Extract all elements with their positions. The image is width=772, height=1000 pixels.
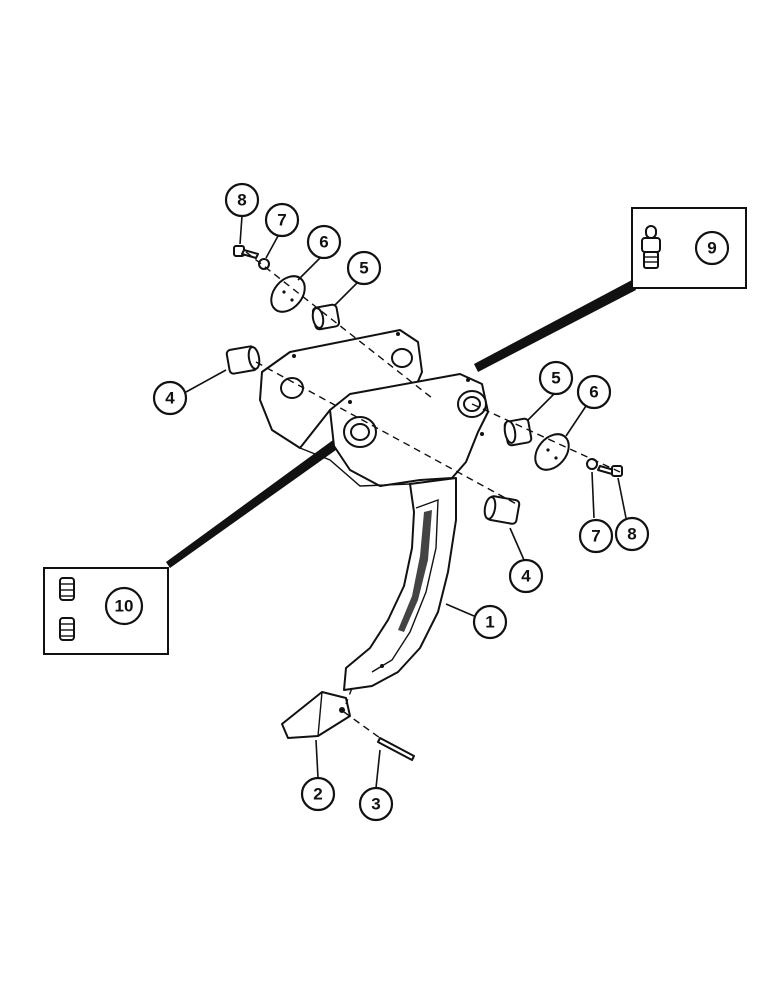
bolt-8-upper — [233, 245, 259, 259]
leader-1 — [445, 603, 475, 617]
axis-line-pin — [343, 711, 381, 739]
inset-10-pointer — [166, 432, 350, 568]
callout-7-right: 7 — [578, 518, 614, 554]
leader-2 — [315, 739, 319, 779]
callout-4-right: 4 — [508, 558, 544, 594]
axis-line-lower — [255, 361, 521, 507]
bushing-lower-right — [483, 495, 521, 525]
set-screw-lower — [59, 617, 75, 641]
callout-7-upper-label: 7 — [277, 211, 286, 230]
callout-5-upper: 5 — [346, 250, 382, 286]
callout-1-label: 1 — [485, 613, 494, 632]
grease-fitting — [641, 225, 661, 269]
callout-10: 10 — [104, 586, 144, 626]
callout-5-right-label: 5 — [551, 369, 560, 388]
callout-6-upper-label: 6 — [319, 233, 328, 252]
callout-5-right: 5 — [538, 360, 574, 396]
leader-5a — [333, 281, 359, 307]
leader-6b — [565, 405, 587, 437]
callout-7-right-label: 7 — [591, 527, 600, 546]
callout-7-upper: 7 — [264, 202, 300, 238]
callout-6-right: 6 — [576, 374, 612, 410]
leader-8b — [617, 477, 627, 519]
callout-2: 2 — [300, 776, 336, 812]
washer-7-upper — [258, 258, 270, 270]
callout-1: 1 — [472, 604, 508, 640]
cap-6-right — [534, 433, 570, 471]
axis-line-upper — [245, 251, 433, 399]
leader-7a — [265, 235, 279, 259]
callout-3-label: 3 — [371, 795, 380, 814]
axis-line-right — [471, 403, 621, 473]
leader-3 — [375, 749, 381, 789]
callout-4-left-label: 4 — [165, 389, 175, 408]
leader-6a — [297, 257, 321, 281]
callout-2-label: 2 — [313, 785, 322, 804]
leader-8a — [239, 215, 243, 245]
callout-6-upper: 6 — [306, 224, 342, 260]
ripper-shank — [259, 329, 489, 691]
callout-8-right-label: 8 — [627, 525, 636, 544]
callout-10-label: 10 — [115, 597, 134, 616]
callout-9-label: 9 — [707, 239, 716, 258]
leader-5b — [527, 393, 555, 421]
retaining-pin — [377, 737, 415, 761]
inset-9-pointer — [474, 280, 636, 372]
bushing-upper-left — [225, 345, 261, 375]
callout-5-upper-label: 5 — [359, 259, 368, 278]
set-screw-upper — [59, 577, 75, 601]
callout-4-left: 4 — [152, 380, 188, 416]
callout-6-right-label: 6 — [589, 383, 598, 402]
bushing-5-upper — [311, 303, 341, 331]
callout-8-upper-label: 8 — [237, 191, 246, 210]
callout-3: 3 — [358, 786, 394, 822]
cap-6-upper — [270, 275, 306, 313]
leader-4b — [509, 527, 525, 561]
leader-7b — [591, 471, 595, 519]
leader-4a — [185, 369, 227, 393]
callout-8-upper: 8 — [224, 182, 260, 218]
callout-8-right: 8 — [614, 516, 650, 552]
bushing-5-right — [503, 417, 533, 447]
callout-9: 9 — [694, 230, 730, 266]
ripper-tooth — [281, 691, 351, 739]
callout-4-right-label: 4 — [521, 567, 531, 586]
axis-line-tooth — [345, 687, 353, 705]
